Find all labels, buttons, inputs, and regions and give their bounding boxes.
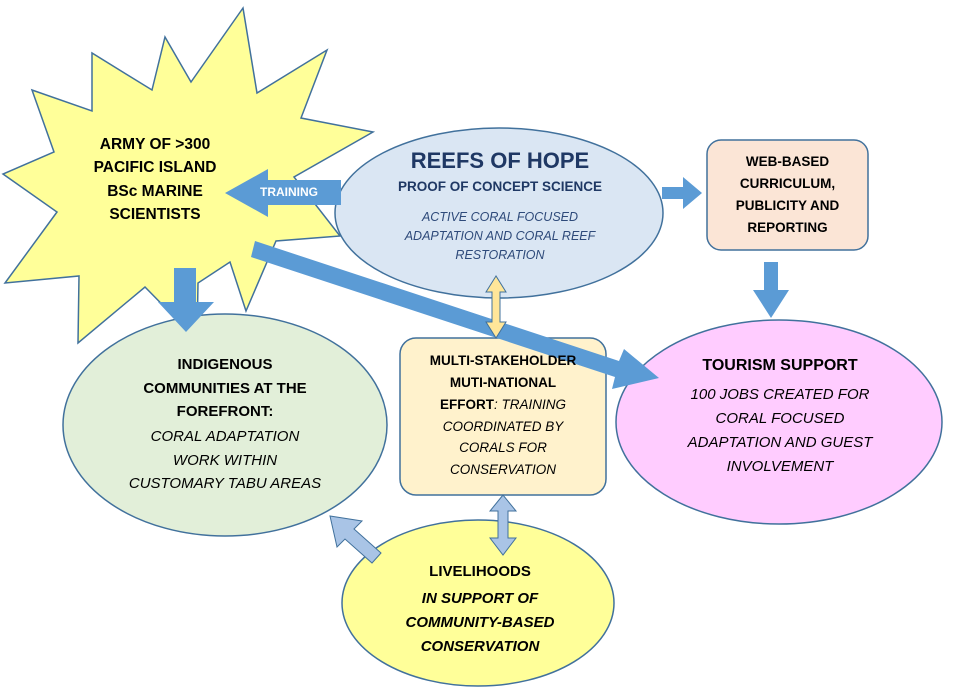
multi-stakeholder-text: MULTI-STAKEHOLDER MUTI-NATIONAL EFFORT: … xyxy=(403,350,603,481)
tourism-detail-line-1: 100 JOBS CREATED FOR xyxy=(690,386,870,403)
star-to-indigenous-arrow xyxy=(158,268,214,332)
tourism-title: TOURISM SUPPORT xyxy=(702,357,858,374)
web-based-box xyxy=(706,139,869,251)
star-to-tourism-arrow xyxy=(251,241,659,389)
multi-detail-line-1: COORDINATED BY xyxy=(442,418,564,434)
reefs-to-web-arrow xyxy=(662,177,702,209)
multi-title-line-1: MULTI-STAKEHOLDER xyxy=(429,353,577,368)
livelihoods-to-indigenous-arrow xyxy=(329,515,382,564)
reefs-detail-line-3: RESTORATION xyxy=(455,247,545,262)
indigenous-title-line-2: COMMUNITIES AT THE xyxy=(143,379,307,397)
tourism-detail-line-3: ADAPTATION AND GUEST xyxy=(687,434,873,451)
multi-title-line-2: MUTI-NATIONAL xyxy=(449,374,557,390)
army-line-3: BSc MARINE xyxy=(107,182,203,200)
tourism-support-ellipse xyxy=(615,319,943,525)
army-line-1: ARMY OF >300 xyxy=(99,136,211,153)
multi-effort-label: EFFORT xyxy=(439,396,494,412)
army-starburst-shape xyxy=(1,6,376,345)
indigenous-title: INDIGENOUS COMMUNITIES AT THE FOREFRONT: xyxy=(100,353,350,424)
livelihoods-detail: IN SUPPORT OF COMMUNITY-BASED CONSERVATION xyxy=(380,587,580,659)
reefs-detail-line-2: ADAPTATION AND CORAL REEF xyxy=(404,228,596,243)
multi-detail-line-3: CONSERVATION xyxy=(449,462,557,478)
multi-detail-line-2: CORALS FOR xyxy=(459,440,547,456)
army-line-4: SCIENTISTS xyxy=(109,205,201,223)
multi-livelihoods-double-arrow xyxy=(488,494,518,556)
reefs-title: REEFS OF HOPE xyxy=(410,148,590,173)
indigenous-detail: CORAL ADAPTATION WORK WITHIN CUSTOMARY TAB… xyxy=(100,425,350,496)
reefs-detail-line-1: ACTIVE CORAL FOCUSED xyxy=(421,210,579,224)
indigenous-communities-ellipse xyxy=(62,313,388,537)
web-line-2: CURRICULUM, xyxy=(739,175,836,191)
tourism-detail: 100 JOBS CREATED FOR CORAL FOCUSED ADAPTAT… xyxy=(655,383,905,479)
livelihoods-ellipse xyxy=(341,519,615,687)
army-line-2: PACIFIC ISLAND xyxy=(93,159,217,177)
web-line-4: REPORTING xyxy=(747,219,828,235)
tourism-detail-line-2: CORAL FOCUSED xyxy=(715,410,845,427)
web-based-text: WEB-BASED CURRICULUM, PUBLICITY AND REPORTI… xyxy=(710,151,865,238)
livelihoods-detail-line-1: IN SUPPORT OF xyxy=(421,590,539,607)
training-arrow-label: TRAINING xyxy=(260,185,318,199)
indigenous-title-line-1: INDIGENOUS xyxy=(177,356,273,373)
reefs-detail: ACTIVE CORAL FOCUSED ADAPTATION AND CORAL… xyxy=(380,208,620,264)
indigenous-detail-line-1: CORAL ADAPTATION xyxy=(150,428,300,445)
multi-effort-rest: : TRAINING xyxy=(493,396,566,412)
indigenous-detail-line-2: WORK WITHIN xyxy=(172,451,278,469)
tourism-detail-line-4: INVOLVEMENT xyxy=(726,458,834,475)
reefs-subtitle: PROOF OF CONCEPT SCIENCE xyxy=(397,179,603,194)
web-line-1: WEB-BASED xyxy=(745,154,830,169)
indigenous-detail-line-3: CUSTOMARY TABU AREAS xyxy=(128,475,322,493)
training-arrow xyxy=(225,169,341,217)
multi-effort-line: EFFORT: TRAINING xyxy=(403,394,603,416)
web-to-tourism-arrow xyxy=(753,262,789,318)
livelihoods-title: LIVELIHOODS xyxy=(429,563,531,580)
indigenous-title-line-3: FOREFRONT: xyxy=(176,403,274,421)
reefs-multi-double-arrow xyxy=(485,275,507,339)
livelihoods-detail-line-3: CONSERVATION xyxy=(420,638,540,655)
livelihoods-detail-line-2: COMMUNITY-BASED xyxy=(405,614,555,631)
web-line-3: PUBLICITY AND xyxy=(735,197,840,213)
